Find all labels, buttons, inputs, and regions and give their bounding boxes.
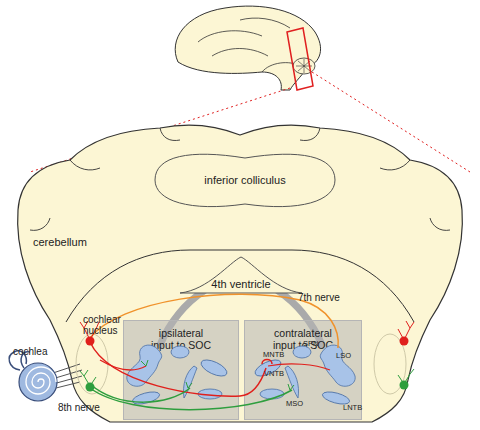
structure-label: 7th nerve <box>298 292 358 303</box>
nucleus-label: LSO <box>336 352 366 360</box>
dendrites <box>398 369 414 384</box>
text-holder: ipsilateral input to SOC <box>124 327 238 351</box>
dendrites <box>80 321 99 340</box>
sagittal-gyri <box>198 18 300 72</box>
ventricle: 4th ventricle <box>178 256 304 294</box>
nucleus-label: SPN <box>303 340 333 348</box>
synapse-terminal <box>141 360 294 390</box>
brain-region: inferior colliculus <box>150 146 340 214</box>
node-label: ipsilateral input to SOC <box>148 327 214 351</box>
sagittal-cerebellum <box>293 58 315 74</box>
nucleus-label: LNTB <box>343 404 373 412</box>
calyx-terminal <box>262 360 272 365</box>
nucleus-label: MSO <box>286 400 316 408</box>
structure-label: 8th nerve <box>58 402 118 413</box>
bushy-cell <box>86 383 95 392</box>
node-outline-path <box>180 257 302 293</box>
bushy-cell <box>400 337 409 346</box>
text-holder: contralateral input to SOC <box>245 327 361 351</box>
node-outline-path <box>155 154 335 206</box>
text-holder: 4th ventricle <box>178 278 304 291</box>
cochlea-shell <box>19 363 57 401</box>
green-fiber <box>90 388 292 410</box>
cochlear-nucleus-shape <box>76 334 108 394</box>
ipsilateral-nuclei <box>127 345 229 406</box>
bushy-cell <box>86 337 95 346</box>
bushy-cell <box>400 381 409 390</box>
brainstem-boundary <box>66 250 414 322</box>
nucleus-label: MNTB <box>263 351 293 359</box>
sagittal-brain <box>175 6 320 90</box>
structure-label: cerebellum <box>33 236 113 248</box>
input-region: ipsilateral input to SOC <box>123 320 239 420</box>
dendrites <box>80 370 96 386</box>
red-fiber <box>268 364 330 370</box>
structure-label: cochlea <box>13 346 63 357</box>
contralateral-nuclei <box>253 345 355 406</box>
nucleus-label: VNTB <box>264 370 294 378</box>
text-holder: inferior colliculus <box>150 146 340 214</box>
section-plane <box>287 28 313 90</box>
node-label: inferior colliculus <box>204 174 285 187</box>
green-fiber <box>90 384 190 402</box>
cochlear-nucleus-shape <box>374 334 406 394</box>
dendrites <box>398 321 414 340</box>
red-fiber <box>90 342 266 396</box>
node-label: 4th ventricle <box>211 278 270 291</box>
cerebellar-folia <box>30 128 450 230</box>
structure-label: cochlear nucleus <box>83 314 131 336</box>
orange-fiber <box>90 294 338 348</box>
red-fiber <box>100 360 146 370</box>
section-outline <box>18 125 463 422</box>
input-region: contralateral input to SOC <box>244 320 362 420</box>
node-label: contralateral input to SOC <box>268 327 338 351</box>
cochlea-spiral <box>26 367 56 394</box>
